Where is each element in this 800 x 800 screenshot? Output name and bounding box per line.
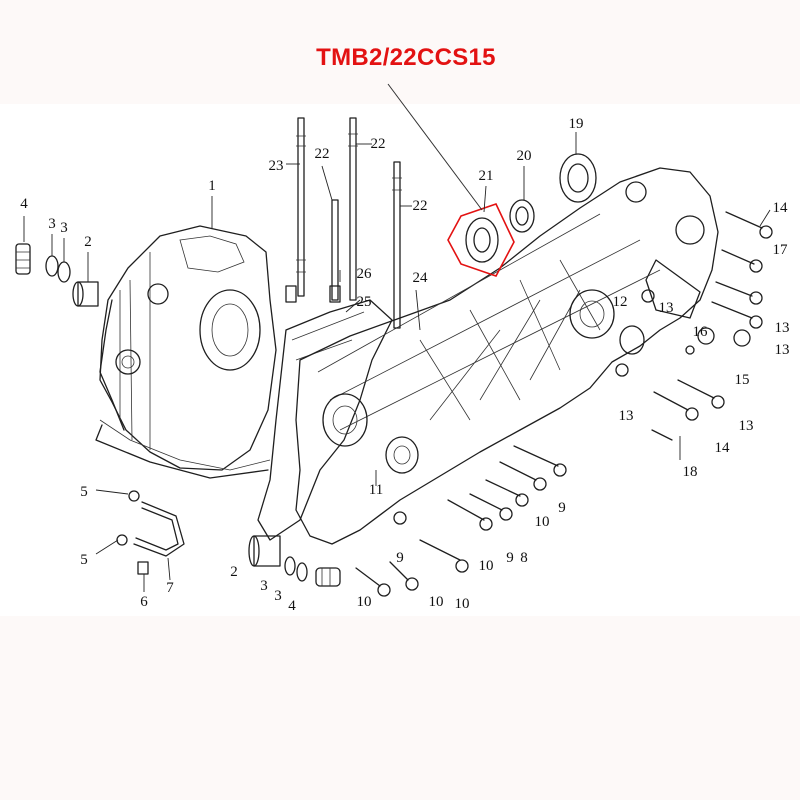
callout-13b: 13 xyxy=(775,320,790,336)
callout-22c: 22 xyxy=(413,198,428,214)
callout-13c: 13 xyxy=(775,342,790,358)
callout-25: 25 xyxy=(357,294,372,310)
bottom-bolts xyxy=(355,445,567,597)
callout-16: 16 xyxy=(693,324,709,340)
callout-22a: 22 xyxy=(315,146,330,162)
right-crankcase-half xyxy=(295,167,719,545)
callout-10c: 10 xyxy=(455,596,470,612)
callout-20: 20 xyxy=(517,148,532,164)
highlight-leader xyxy=(387,83,483,211)
bearings xyxy=(465,153,597,263)
callout-1: 1 xyxy=(208,178,216,194)
callout-9c: 9 xyxy=(396,550,404,566)
right-side-bolts xyxy=(615,211,773,441)
highlight-outline xyxy=(447,203,515,277)
gasket-plate xyxy=(257,299,393,541)
callout-12: 12 xyxy=(613,294,628,310)
callout-10e: 10 xyxy=(357,594,372,610)
callout-10d: 10 xyxy=(429,594,444,610)
cylinder-studs xyxy=(285,117,402,329)
callout-3b: 3 xyxy=(60,220,68,236)
callout-3c: 3 xyxy=(260,578,268,594)
callout-7: 7 xyxy=(166,580,174,596)
callout-6: 6 xyxy=(140,594,148,610)
callout-5a: 5 xyxy=(80,484,88,500)
callout-4a: 4 xyxy=(20,196,28,212)
callout-24: 24 xyxy=(413,270,429,286)
callout-10a: 10 xyxy=(535,514,550,530)
callout-14a: 14 xyxy=(773,200,789,216)
callout-17: 17 xyxy=(773,242,789,258)
callout-21: 21 xyxy=(479,168,494,184)
callout-8: 8 xyxy=(520,550,528,566)
left-small-parts-bottom xyxy=(248,535,341,587)
callout-13d: 13 xyxy=(619,408,634,424)
callout-2a: 2 xyxy=(84,234,92,250)
callout-19: 19 xyxy=(569,116,584,132)
callout-3d: 3 xyxy=(274,588,282,604)
callout-13a: 13 xyxy=(659,300,674,316)
callout-15: 15 xyxy=(735,372,750,388)
callout-26: 26 xyxy=(357,266,373,282)
callout-22b: 22 xyxy=(371,136,386,152)
callout-9a: 9 xyxy=(558,500,566,516)
callout-11: 11 xyxy=(369,482,383,498)
left-crankcase-half xyxy=(95,225,277,479)
callout-18: 18 xyxy=(683,464,698,480)
callout-23: 23 xyxy=(269,158,284,174)
callout-9b: 9 xyxy=(506,550,514,566)
part-number-title: TMB2/22CCS15 xyxy=(316,44,496,71)
callout-leader-lines xyxy=(23,132,771,592)
oil-pipe-assembly xyxy=(116,490,185,575)
callout-2b: 2 xyxy=(230,564,238,580)
callout-labels: 4 3 3 2 1 23 22 22 22 26 25 24 21 20 19 … xyxy=(20,116,789,614)
callout-4b: 4 xyxy=(288,598,296,614)
left-small-parts-top xyxy=(15,243,99,307)
callout-14b: 14 xyxy=(715,440,731,456)
callout-5b: 5 xyxy=(80,552,88,568)
callout-13e: 13 xyxy=(739,418,754,434)
callout-10b: 10 xyxy=(479,558,494,574)
callout-3a: 3 xyxy=(48,216,56,232)
